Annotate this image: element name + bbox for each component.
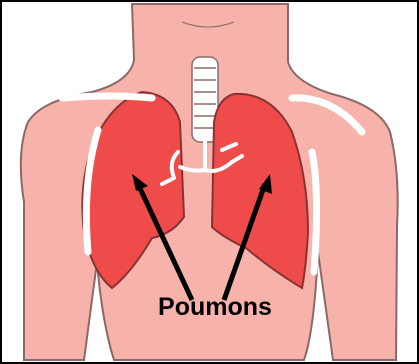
- lungs-label: Poumons: [130, 292, 300, 322]
